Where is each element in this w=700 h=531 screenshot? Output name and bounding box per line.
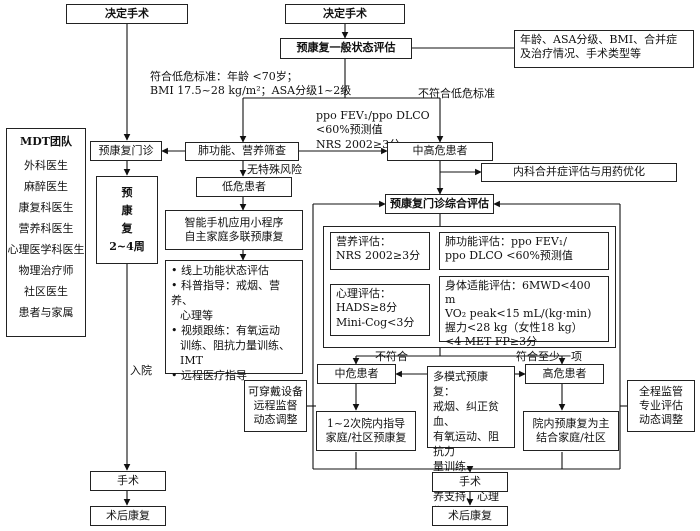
prehab-char: 康 [121, 204, 133, 217]
prehab-comprehensive-assessment: 预康复门诊综合评估 [385, 194, 494, 214]
online-item: IMT [180, 354, 203, 367]
low-risk-patient: 低危患者 [196, 177, 292, 197]
no-special-risk-label: 无特殊风险 [247, 163, 302, 176]
multimodal-line: 多模式预康复： [433, 370, 488, 398]
low-criteria-line: 符合低危标准：年龄 <70岁； [150, 70, 298, 83]
nutrition-line: NRS 2002≥3分 [336, 249, 421, 263]
fitness-line: <4 MET FP≥3分 [445, 335, 538, 348]
not-meet-label: 不符合 [375, 350, 408, 363]
wearable-line: 动态调整 [253, 413, 298, 427]
nutrition-evaluation: 营养评估： NRS 2002≥3分 [330, 232, 430, 270]
surgery-left: 手术 [90, 471, 166, 491]
wearable-line: 远程监督 [253, 398, 298, 412]
online-item: 心理等 [180, 309, 213, 322]
prehab-char: 预 [121, 186, 133, 199]
mdt-member: 心理医学科医生 [7, 243, 85, 257]
psych-evaluation: 心理评估： HADS≥8分 Mini-Cog<3分 [330, 284, 430, 336]
online-item: • 视频跟练：有氧运动 [171, 324, 280, 337]
general-note-line: 年龄、ASA分级、BMI、合并症 [520, 33, 678, 46]
online-item: 训练、阻抗力量训练、 [180, 339, 290, 352]
fitness-line: 握力<28 kg（女性18 kg） [445, 321, 583, 334]
prehab-clinic: 预康复门诊 [90, 141, 162, 161]
wearable-line: 可穿戴设备 [248, 384, 303, 398]
lung-nutrition-screening: 肺功能、营养筛查 [185, 142, 299, 161]
prehab-duration: 预 康 复 2~4周 [96, 176, 158, 264]
not-low-risk-criteria: 不符合低危标准 [418, 87, 495, 100]
smartphone-app: 智能手机应用小程序 自主家庭多联预康复 [165, 210, 303, 250]
psych-line: Mini-Cog<3分 [336, 315, 415, 329]
mdt-member: 康复科医生 [18, 201, 74, 215]
decide-surgery-left: 决定手术 [66, 4, 188, 24]
mdt-member: 社区医生 [24, 285, 68, 299]
mdt-team: MDT团队 外科医生 麻醉医生 康复科医生 营养科医生 心理医学科医生 物理治疗… [6, 128, 86, 337]
ppo-line: ppo FEV₁/ppo DLCO [316, 109, 430, 122]
online-item: • 科普指导：戒烟、营养、 [171, 279, 280, 307]
wearable-monitoring: 可穿戴设备 远程监督 动态调整 [244, 380, 307, 432]
mdt-title: MDT团队 [20, 135, 72, 148]
psych-line: HADS≥8分 [336, 301, 398, 315]
prehab-char: 2~4周 [109, 240, 145, 253]
prehab-char: 复 [121, 222, 133, 235]
lung-eval-line: 肺功能评估：ppo FEV₁/ [445, 235, 567, 248]
fitness-line: VO₂ peak<15 mL/(kg·min) [445, 307, 592, 320]
multimodal-prehab: 多模式预康复： 戒烟、纠正贫血、 有氧运动、阻抗力 量训练、IMT、营 养支持、… [427, 366, 515, 518]
postop-rehab-right: 术后康复 [432, 506, 508, 526]
hospital2-line: 结合家庭/社区 [536, 431, 606, 444]
internal-medicine-optimization: 内科合并症评估与用药优化 [481, 163, 677, 182]
meet-one-label: 符合至少一项 [516, 350, 582, 363]
multimodal-line: 戒烟、纠正贫血、 [433, 400, 499, 428]
supervise-line: 专业评估 [639, 398, 683, 412]
general-note-line: 及治疗情况、手术类型等 [520, 47, 641, 61]
smartphone-line: 智能手机应用小程序 [184, 215, 284, 229]
lung-eval-line: ppo DLCO <60%预测值 [445, 249, 573, 263]
online-item: • 远程医疗指导 [171, 369, 247, 382]
supervise-line: 动态调整 [639, 413, 683, 427]
full-supervision: 全程监管 专业评估 动态调整 [627, 380, 695, 432]
mdt-member: 物理治疗师 [18, 264, 74, 278]
mid-risk-patient: 中危患者 [317, 364, 396, 384]
hospital1-line: 1~2次院内指导 [326, 416, 406, 430]
online-services: • 线上功能状态评估 • 科普指导：戒烟、营养、 心理等 • 视频跟练：有氧运动… [165, 260, 303, 382]
in-hospital-prehab: 院内预康复为主 结合家庭/社区 [523, 411, 619, 451]
high-risk-patient: 高危患者 [525, 364, 604, 384]
hospital1-line: 家庭/社区预康复 [325, 431, 407, 444]
decide-surgery-right: 决定手术 [285, 4, 405, 24]
low-criteria-line: BMI 17.5~28 kg/m²；ASA分级1~2级 [150, 84, 352, 98]
smartphone-line: 自主家庭多联预康复 [184, 230, 284, 243]
low-risk-criteria: 符合低危标准：年龄 <70岁； BMI 17.5~28 kg/m²；ASA分级1… [150, 70, 351, 99]
online-item: • 线上功能状态评估 [171, 264, 269, 277]
mid-high-risk-patient: 中高危患者 [387, 142, 493, 161]
postop-rehab-left: 术后康复 [90, 506, 166, 526]
ppo-line: NRS 2002≥3分 [316, 137, 401, 151]
ppo-line: <60%预测值 [316, 123, 383, 137]
mdt-member: 麻醉医生 [24, 180, 68, 194]
mdt-member: 患者与家属 [18, 306, 74, 320]
mdt-member: 营养科医生 [18, 222, 74, 236]
ppo-criteria: ppo FEV₁/ppo DLCO <60%预测值 NRS 2002≥3分 [316, 109, 430, 152]
in-hospital-guidance: 1~2次院内指导 家庭/社区预康复 [316, 411, 416, 451]
supervise-line: 全程监管 [639, 384, 683, 398]
general-assessment-note: 年龄、ASA分级、BMI、合并症 及治疗情况、手术类型等 [514, 30, 694, 68]
fitness-evaluation: 身体适能评估：6MWD<400 m VO₂ peak<15 mL/(kg·min… [439, 276, 609, 348]
fitness-line: 身体适能评估：6MWD<400 m [445, 279, 591, 306]
nutrition-line: 营养评估： [336, 235, 391, 248]
multimodal-line: 有氧运动、阻抗力 [433, 430, 499, 458]
admission-label: 入院 [130, 364, 152, 377]
surgery-right: 手术 [432, 472, 508, 492]
hospital2-line: 院内预康复为主 [532, 416, 610, 430]
lung-evaluation: 肺功能评估：ppo FEV₁/ ppo DLCO <60%预测值 [439, 232, 609, 270]
psych-line: 心理评估： [336, 287, 391, 300]
prehab-general-assessment: 预康复一般状态评估 [280, 38, 412, 59]
mdt-member: 外科医生 [24, 159, 68, 173]
